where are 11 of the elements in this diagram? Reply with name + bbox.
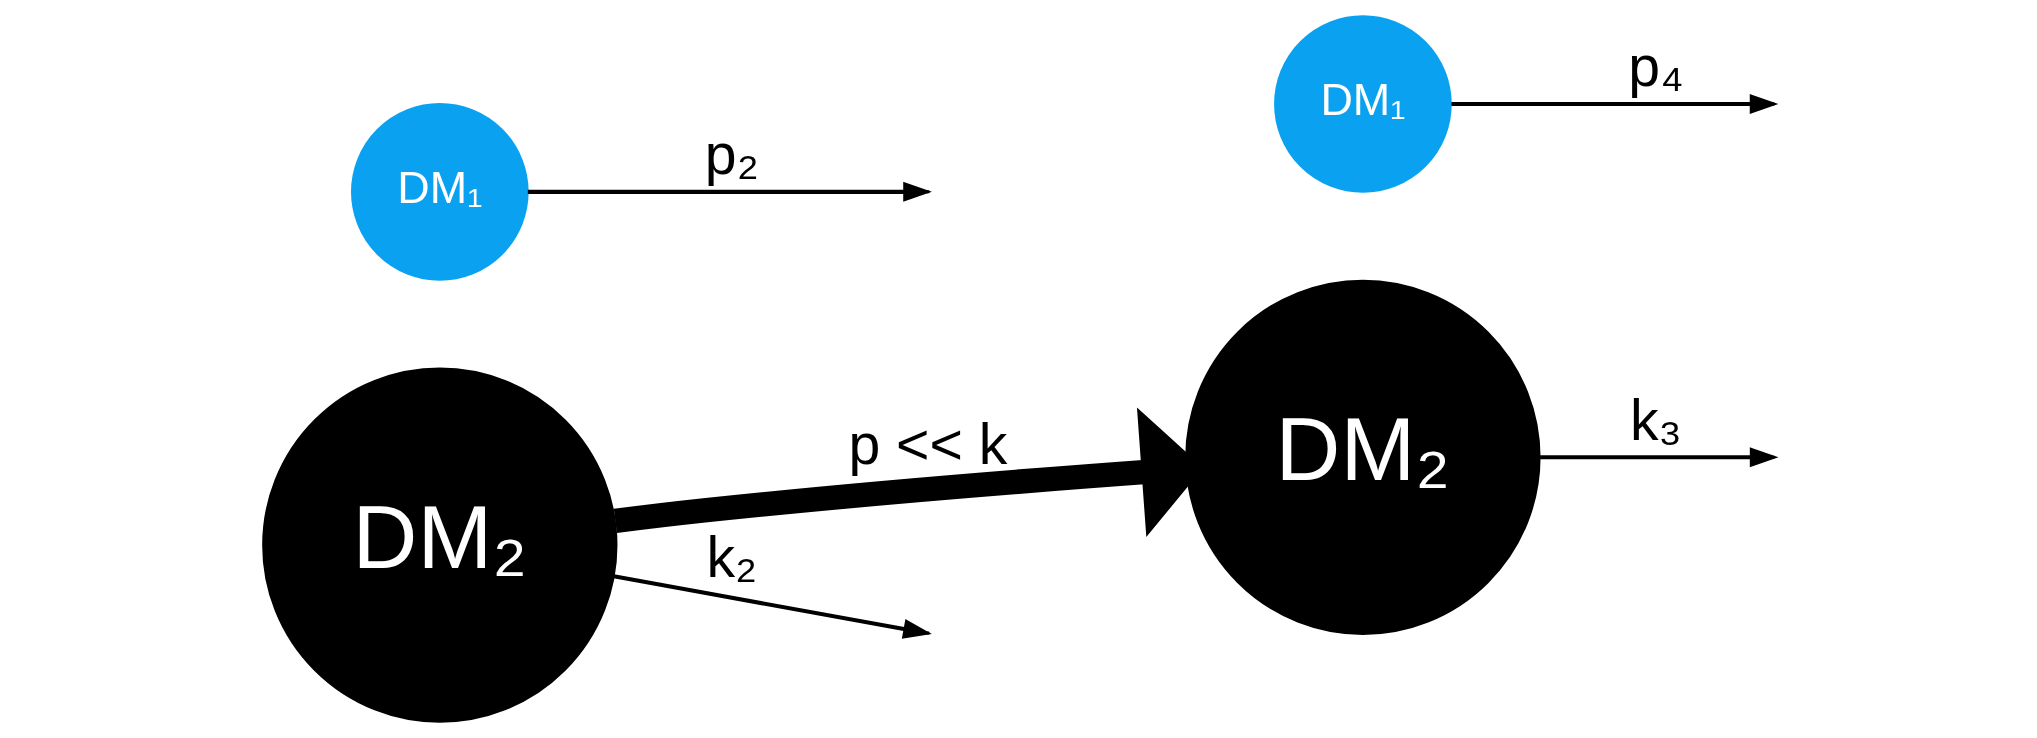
edge-label: p₄ <box>1628 34 1684 99</box>
edge-label: k₂ <box>706 524 758 589</box>
arrow <box>1451 94 1779 115</box>
node-circle: DM₂ <box>262 367 618 723</box>
node-circle: DM₁ <box>1274 15 1452 193</box>
arrow <box>1540 447 1779 468</box>
edge-label: p₂ <box>704 122 759 187</box>
node-circle: DM₂ <box>1185 279 1541 635</box>
node-circle: DM₁ <box>351 103 529 281</box>
edge-label: p << k <box>848 412 1008 477</box>
edge-label: k₃ <box>1630 387 1682 452</box>
